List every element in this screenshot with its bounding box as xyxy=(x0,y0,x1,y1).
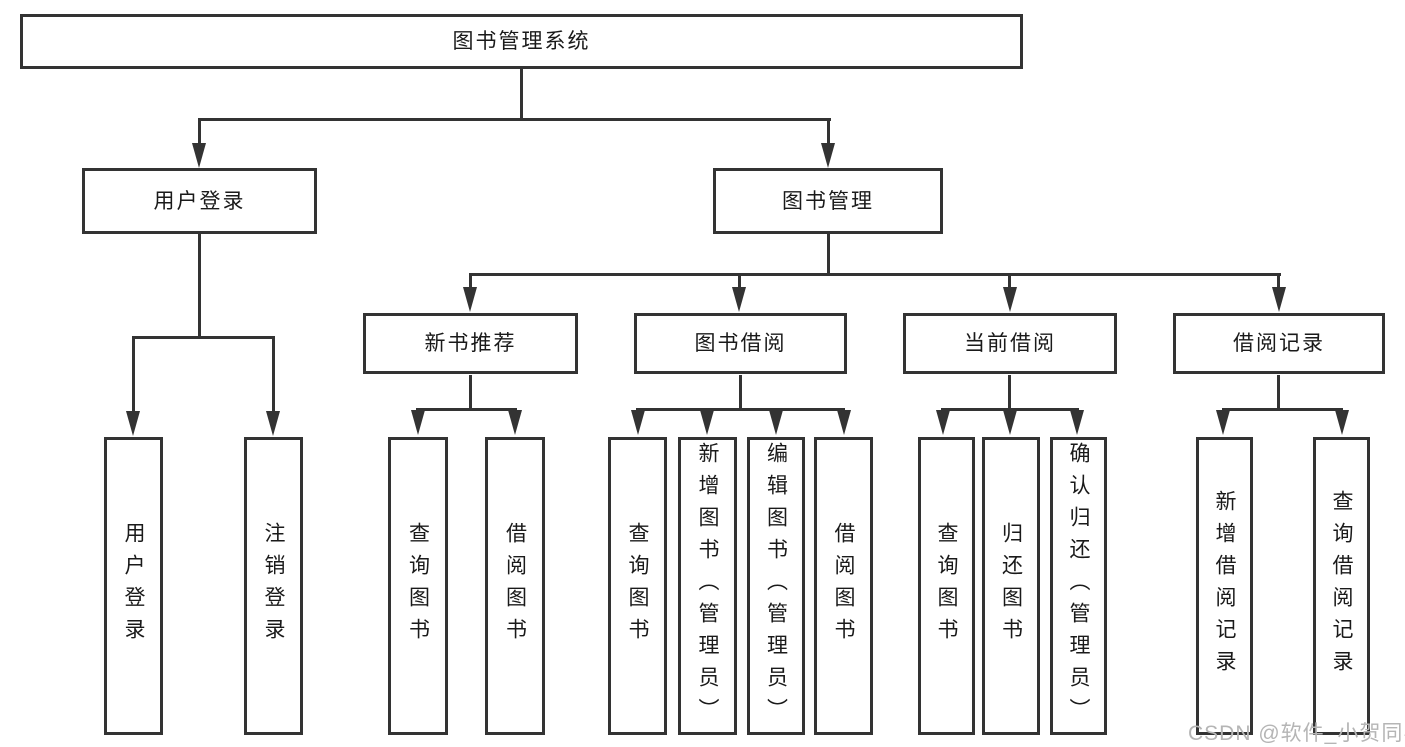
node-book-borrowing: 图书借阅 xyxy=(634,313,847,374)
arrow-down-icon xyxy=(1216,410,1230,435)
leaf-logout-label: 注销登录 xyxy=(262,522,285,650)
node-book-borrowing-label: 图书借阅 xyxy=(694,332,787,355)
arrow-down-icon xyxy=(1070,410,1084,435)
connector-vline xyxy=(469,273,472,289)
leaf-current-return-books: 归还图书 xyxy=(982,437,1040,735)
leaf-current-confirm-return-admin-label: 确认归还（管理员） xyxy=(1067,442,1090,730)
connector-hline xyxy=(636,408,845,411)
leaf-borrowing-borrow-books-label: 借阅图书 xyxy=(832,522,855,650)
connector-vline xyxy=(739,375,742,408)
arrow-down-icon xyxy=(463,287,477,312)
arrow-down-icon xyxy=(837,410,851,435)
connector-vline xyxy=(1008,375,1011,408)
node-root: 图书管理系统 xyxy=(20,14,1023,69)
connector-vline xyxy=(1277,273,1280,289)
arrow-down-icon xyxy=(1003,410,1017,435)
connector-vline xyxy=(1008,273,1011,289)
arrow-down-icon xyxy=(192,143,206,168)
leaf-current-confirm-return-admin: 确认归还（管理员） xyxy=(1050,437,1107,735)
connector-hline xyxy=(416,408,517,411)
node-book-management: 图书管理 xyxy=(713,168,943,234)
connector-vline xyxy=(132,336,135,414)
connector-vline xyxy=(738,273,741,289)
arrow-down-icon xyxy=(700,410,714,435)
node-root-label: 图书管理系统 xyxy=(452,30,591,53)
arrow-down-icon xyxy=(266,411,280,436)
connector-hline xyxy=(132,336,275,339)
connector-vline xyxy=(198,118,201,146)
connector-vline xyxy=(469,375,472,408)
leaf-user-login-label: 用户登录 xyxy=(122,522,145,650)
leaf-borrowing-query-books: 查询图书 xyxy=(608,437,667,735)
node-user-login: 用户登录 xyxy=(82,168,317,234)
leaf-recommend-query-books: 查询图书 xyxy=(388,437,448,735)
connector-hline xyxy=(198,118,831,121)
connector-vline xyxy=(1277,375,1280,408)
arrow-down-icon xyxy=(769,410,783,435)
leaf-records-query-record-label: 查询借阅记录 xyxy=(1330,490,1353,682)
leaf-current-query-books: 查询图书 xyxy=(918,437,975,735)
leaf-records-add-record-label: 新增借阅记录 xyxy=(1213,490,1236,682)
arrow-down-icon xyxy=(631,410,645,435)
leaf-borrowing-edit-books-admin: 编辑图书（管理员） xyxy=(747,437,805,735)
arrow-down-icon xyxy=(411,410,425,435)
leaf-borrowing-add-books-admin: 新增图书（管理员） xyxy=(678,437,737,735)
leaf-borrowing-borrow-books: 借阅图书 xyxy=(814,437,873,735)
node-new-book-recommend-label: 新书推荐 xyxy=(424,332,517,355)
connector-hline xyxy=(1222,408,1343,411)
node-book-management-label: 图书管理 xyxy=(782,189,874,213)
arrow-down-icon xyxy=(126,411,140,436)
leaf-borrowing-add-books-admin-label: 新增图书（管理员） xyxy=(696,442,719,730)
arrow-down-icon xyxy=(508,410,522,435)
node-current-borrowing: 当前借阅 xyxy=(903,313,1117,374)
leaf-records-add-record: 新增借阅记录 xyxy=(1196,437,1253,735)
leaf-records-query-record: 查询借阅记录 xyxy=(1313,437,1370,735)
arrow-down-icon xyxy=(1335,410,1349,435)
leaf-recommend-query-books-label: 查询图书 xyxy=(406,522,430,650)
connector-vline xyxy=(827,118,830,146)
arrow-down-icon xyxy=(821,143,835,168)
connector-hline xyxy=(941,408,1079,411)
connector-vline xyxy=(198,234,201,336)
leaf-recommend-borrow-books-label: 借阅图书 xyxy=(503,522,527,650)
arrow-down-icon xyxy=(1003,287,1017,312)
connector-vline xyxy=(520,69,523,118)
node-new-book-recommend: 新书推荐 xyxy=(363,313,578,374)
leaf-current-query-books-label: 查询图书 xyxy=(935,522,958,650)
leaf-borrowing-edit-books-admin-label: 编辑图书（管理员） xyxy=(764,442,788,730)
leaf-borrowing-query-books-label: 查询图书 xyxy=(626,522,649,650)
connector-vline xyxy=(272,336,275,414)
leaf-user-login: 用户登录 xyxy=(104,437,163,735)
arrow-down-icon xyxy=(936,410,950,435)
watermark: CSDN @软件_小贺同学 xyxy=(1188,722,1405,745)
connector-vline xyxy=(827,234,830,273)
arrow-down-icon xyxy=(732,287,746,312)
node-current-borrowing-label: 当前借阅 xyxy=(964,332,1056,355)
node-borrowing-records: 借阅记录 xyxy=(1173,313,1385,374)
connector-hline xyxy=(469,273,1281,276)
leaf-logout: 注销登录 xyxy=(244,437,303,735)
node-borrowing-records-label: 借阅记录 xyxy=(1233,332,1325,355)
leaf-recommend-borrow-books: 借阅图书 xyxy=(485,437,545,735)
node-user-login-label: 用户登录 xyxy=(153,189,246,213)
leaf-current-return-books-label: 归还图书 xyxy=(999,522,1023,650)
arrow-down-icon xyxy=(1272,287,1286,312)
